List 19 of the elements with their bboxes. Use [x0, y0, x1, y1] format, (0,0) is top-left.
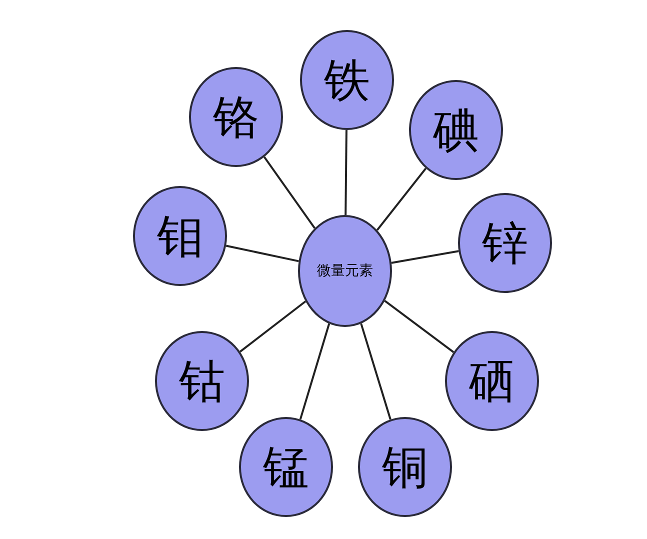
element-label: 铁 — [324, 57, 370, 103]
connector-line — [344, 130, 348, 216]
element-label: 钼 — [157, 213, 203, 259]
element-label: 锰 — [263, 444, 309, 490]
center-label: 微量元素 — [317, 262, 373, 280]
connector-line — [239, 300, 306, 352]
element-label: 锌 — [482, 220, 528, 266]
connector-line — [391, 250, 459, 264]
element-label: 钴 — [179, 358, 225, 404]
connector-line — [376, 168, 427, 231]
connector-line — [299, 323, 330, 420]
element-label: 铜 — [382, 444, 428, 490]
connector-line — [263, 156, 316, 229]
element-label: 硒 — [469, 358, 515, 404]
element-label: 碘 — [433, 107, 479, 153]
connector-line — [226, 244, 299, 262]
connector-line — [360, 323, 392, 420]
element-label: 铬 — [213, 94, 259, 140]
connector-line — [384, 300, 454, 354]
